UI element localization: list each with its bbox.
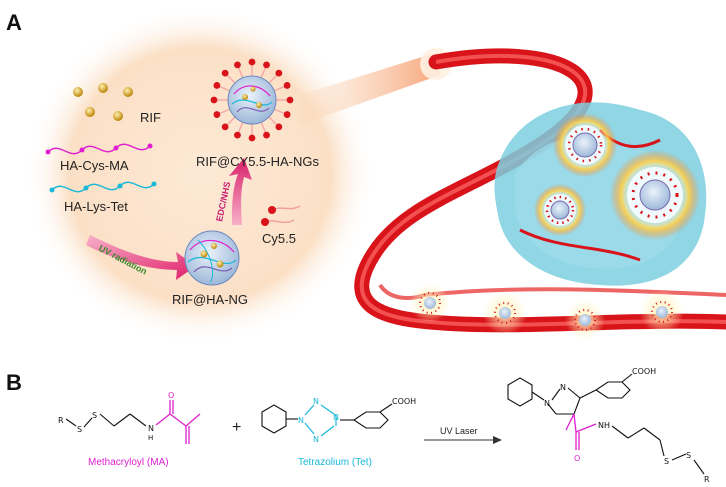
cy55-bead	[286, 96, 294, 104]
label-ha-cys-ma: HA-Cys-MA	[60, 158, 129, 173]
atom-r-left: R	[58, 416, 64, 425]
cooh-tet: COOH	[392, 397, 416, 406]
cy55-bead	[275, 69, 283, 77]
atom-prod-n1: N	[544, 399, 550, 408]
cy55-bead	[263, 61, 270, 69]
atom-r-right: R	[704, 475, 710, 484]
glow-background	[25, 5, 375, 345]
atom-n-ma: N	[148, 424, 154, 433]
cy55-bead	[283, 82, 291, 89]
label-cy55: Cy5.5	[262, 231, 296, 246]
edc-nhs-arrow	[229, 158, 252, 225]
atom-s2: S	[92, 411, 97, 420]
atom-prod-o: O	[574, 454, 580, 463]
cy55-bead	[234, 61, 241, 69]
panel-b-label: B	[6, 370, 22, 395]
product-structure: N N	[507, 373, 705, 475]
rif-cy55-ha-ngs-particle	[210, 58, 294, 142]
panel-a-label: A	[6, 10, 22, 35]
atom-s1: S	[77, 425, 82, 434]
atom-prod-s1: S	[664, 457, 669, 466]
rif-ha-ng-nanogel	[184, 230, 240, 286]
label-methacryloyl: Methacryloyl (MA)	[88, 457, 169, 468]
cy55-bead	[213, 111, 221, 118]
cy55-molecules	[261, 205, 301, 226]
methacryloyl-structure: R S S N H O	[58, 391, 201, 444]
cy55-bead	[234, 131, 241, 139]
label-ha-lys-tet: HA-Lys-Tet	[64, 199, 128, 214]
cy55-bead	[221, 69, 229, 77]
atom-tet-n1: N	[298, 416, 304, 425]
label-uv-laser: UV Laser	[440, 426, 478, 436]
label-tetrazolium: Tetrazolium (Tet)	[298, 457, 372, 468]
label-rif-ha-ng: RIF@HA-NG	[172, 292, 248, 307]
ha-cys-ma-chain	[45, 143, 153, 155]
cy55-bead	[275, 123, 283, 131]
atom-tet-n3: N	[313, 435, 319, 444]
atom-o-ma: O	[168, 391, 174, 400]
cy55-bead	[221, 123, 229, 131]
atom-h-ma: H	[148, 434, 153, 442]
tetrazole-structure: N N N N	[261, 397, 393, 444]
uv-arrow	[86, 235, 196, 280]
light-beam	[300, 52, 440, 125]
vessel-nanogels	[410, 283, 684, 340]
cooh-prod: COOH	[632, 367, 656, 376]
plus-sign: +	[232, 419, 241, 436]
cy55-bead	[283, 111, 291, 118]
cy55-bead	[248, 58, 256, 66]
cy55-bead	[263, 131, 270, 139]
label-rif: RIF	[140, 110, 161, 125]
ha-lys-tet-chain	[49, 181, 157, 193]
cy55-bead	[248, 134, 256, 142]
label-rif-cy55-ha-ngs: RIF@CY5.5-HA-NGs	[196, 154, 319, 169]
atom-prod-n2: N	[560, 383, 566, 392]
atom-prod-s2: S	[686, 451, 691, 460]
cy55-bead	[210, 96, 218, 104]
reaction-arrowhead	[493, 436, 502, 444]
atom-tet-n2: N	[313, 397, 319, 406]
atom-prod-nh: NH	[598, 421, 610, 430]
cy55-bead	[213, 82, 221, 89]
tumor-nanogels	[534, 113, 700, 240]
rif-molecules	[73, 83, 133, 121]
